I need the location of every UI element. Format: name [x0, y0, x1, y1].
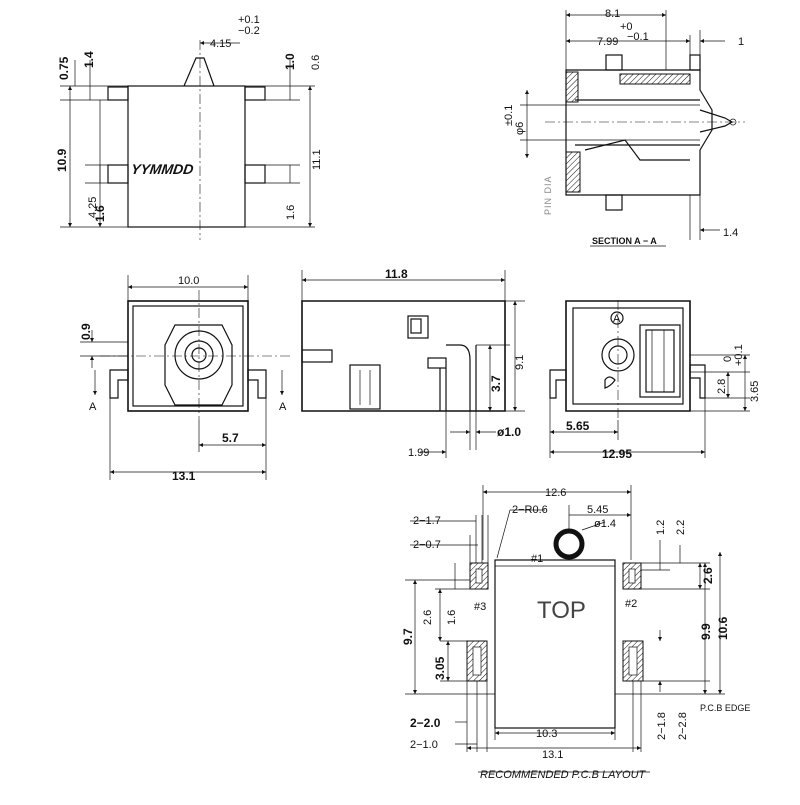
front-leg-left	[109, 369, 129, 399]
dim-7-99: 7.99	[597, 36, 618, 48]
dim-5-65: 5.65	[566, 419, 590, 433]
dim-11-8: 11.8	[385, 267, 408, 281]
dim-1-2: 1.2	[655, 520, 667, 535]
front-socket	[164, 324, 233, 406]
section-mark-a-right: A	[279, 401, 287, 413]
dim-tol-m01: −0.1	[627, 31, 649, 43]
pcb-layout: TOP #1 #2 #3	[401, 485, 750, 781]
dim-5-45: 5.45	[587, 504, 608, 516]
side-view: 11.8 9.1 3.7 ø1.0 1.99	[301, 267, 526, 459]
section-title: SECTION A − A	[592, 236, 657, 246]
dim-1-6-right: 1.6	[285, 205, 297, 220]
dim-8-1: 8.1	[605, 8, 620, 20]
dim-1-4-section: 1.4	[723, 227, 738, 239]
dim-13-1-pcb: 13.1	[542, 749, 563, 761]
dim-tol-p0-1: +0.1	[733, 344, 745, 366]
front-view: 10.0 0.9 A A 5.7 13.1	[79, 275, 290, 483]
dim-12-6: 12.6	[545, 487, 566, 499]
dim-0-9: 0.9	[79, 323, 93, 340]
top-view-body	[127, 85, 246, 228]
pcb-edge-label: P.C.B EDGE	[700, 703, 750, 713]
dim-1-99: 1.99	[408, 447, 429, 459]
dim-1-0: 1.0	[283, 53, 297, 70]
pcb-layout-title: RECOMMENDED P.C.B LAYOUT	[480, 769, 647, 781]
dim-2-8: 2.8	[716, 379, 728, 394]
dim-3-7: 3.7	[489, 375, 503, 392]
dim-2-2-0: 2−2.0	[410, 716, 441, 730]
dim-10-9: 10.9	[55, 148, 69, 172]
section-view: 8.1 +0 7.99 −0.1 1 ±0.1 φ6 PIN DIA 1.4 S…	[503, 8, 745, 247]
dim-tol-pm01: ±0.1	[503, 105, 515, 126]
pin-dia-label: PIN DIA	[543, 175, 553, 215]
dim-2-1-0: 2−1.0	[410, 739, 438, 751]
top-view-nub	[183, 57, 215, 87]
dim-tol-minus: −0.2	[238, 25, 260, 37]
dim-phi-1-4: ø1.4	[594, 518, 616, 530]
rear-body	[565, 300, 691, 412]
dim-2-1-8: 2−1.8	[656, 712, 668, 740]
dim-1-6-left: 1.6	[93, 205, 107, 222]
dim-2-2-8: 2−2.8	[677, 712, 689, 740]
pcb-pin-3: #3	[474, 601, 486, 613]
dim-10-3: 10.3	[536, 728, 557, 740]
top-tab-lr	[244, 164, 266, 184]
dim-10-6: 10.6	[716, 616, 730, 640]
pad-1-hole	[553, 528, 585, 560]
dim-2-1-7: 2−1.7	[413, 515, 441, 527]
section-mark-a-left: A	[89, 401, 97, 413]
dim-tol-p0: +0	[620, 21, 633, 33]
dim-1-4-top: 1.4	[82, 51, 96, 68]
rear-circle-label: A	[613, 313, 621, 325]
pcb-pin-1: #1	[531, 553, 543, 565]
dim-9-9: 9.9	[699, 623, 713, 640]
section-hatch-top	[565, 71, 579, 103]
dim-1: 1	[738, 36, 744, 48]
rear-view: A +0.1 0 2.8 3.65 5.65 12.95	[549, 300, 761, 461]
top-tab-ur	[244, 86, 266, 101]
dim-2-6-right: 2.6	[701, 567, 715, 584]
pcb-top-label: TOP	[537, 597, 586, 624]
dim-4-15: 4.15	[210, 38, 231, 50]
dim-2-r0-6: 2−R0.6	[512, 504, 548, 516]
dim-tol-0: 0	[722, 356, 734, 362]
dim-11-1: 11.1	[311, 149, 323, 170]
dim-13-1-front: 13.1	[172, 469, 196, 483]
section-outline	[565, 69, 713, 196]
section-hatch-bottom	[565, 151, 581, 193]
dim-1-6-pcb: 1.6	[446, 610, 458, 625]
top-view: YYMMDD +0.1 −0.2 4.15 0.75 1.4 10.9 4.25…	[55, 14, 323, 240]
top-tab-ll	[107, 164, 129, 184]
dim-12-95: 12.95	[602, 447, 632, 461]
dim-phi-1-0: ø1.0	[497, 425, 521, 439]
dim-3-65: 3.65	[749, 381, 761, 402]
dim-0-6: 0.6	[310, 55, 322, 70]
dim-tol-plus: +0.1	[238, 14, 260, 26]
pcb-pin-2: #2	[625, 598, 637, 610]
dim-9-1: 9.1	[514, 355, 526, 370]
front-leg-right	[247, 369, 267, 399]
dim-0-75: 0.75	[57, 56, 71, 80]
dim-phi-6: φ6	[514, 122, 526, 135]
dim-2-6-left: 2.6	[422, 610, 434, 625]
dim-2-0-7: 2−0.7	[413, 539, 441, 551]
top-view-marking: YYMMDD	[130, 161, 194, 177]
top-tab-ul	[107, 86, 129, 101]
dim-5-7: 5.7	[222, 431, 239, 445]
dim-10-0: 10.0	[178, 275, 199, 287]
pcb-footprint	[494, 559, 616, 729]
dim-4-25: 4.25	[87, 197, 99, 218]
dim-3-05: 3.05	[433, 656, 447, 680]
dim-9-7: 9.7	[401, 628, 415, 645]
dim-2-2: 2.2	[675, 520, 687, 535]
